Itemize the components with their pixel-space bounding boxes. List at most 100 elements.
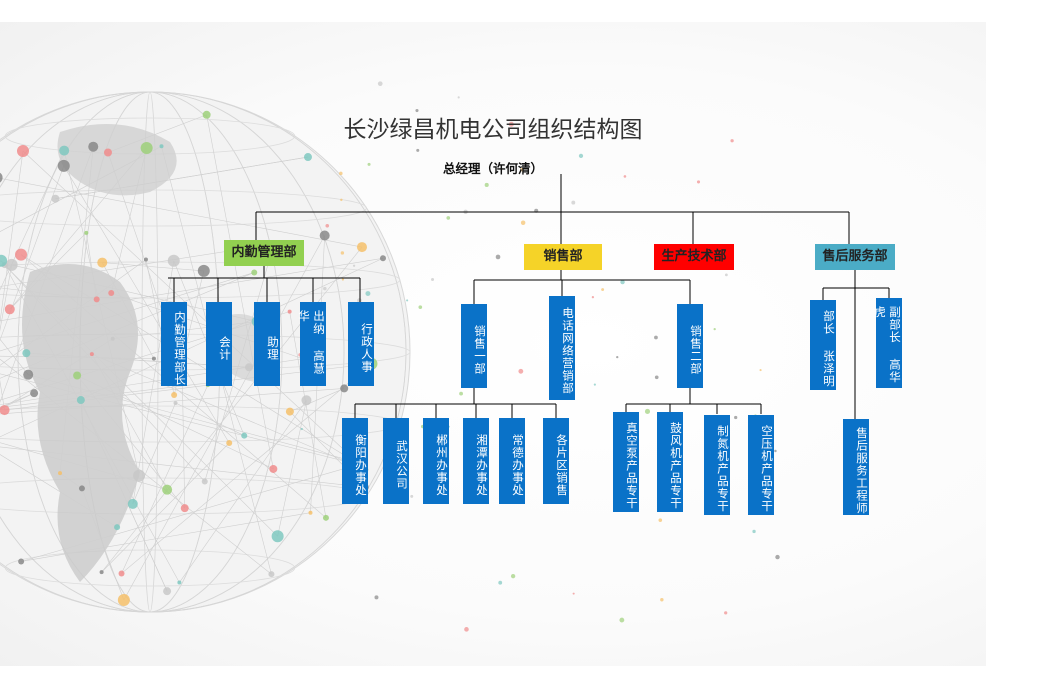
globe-mark [518, 368, 524, 374]
globe-mark [459, 391, 463, 396]
globe-mark [173, 401, 178, 406]
globe-mark [301, 395, 312, 406]
dept-after-sales-service: 售后服务部 [815, 244, 895, 270]
globe-mark [300, 427, 303, 431]
globe-mark [713, 327, 716, 331]
globe-mark [287, 309, 292, 314]
globe-mark [319, 230, 330, 241]
globe-mark [201, 478, 208, 485]
globe-mark [0, 259, 147, 366]
globe-mark [251, 269, 258, 276]
globe-mark [416, 148, 420, 152]
globe-mark [0, 243, 275, 287]
globe-mark [571, 200, 576, 205]
globe-mark [76, 396, 85, 405]
globe-mark [654, 375, 659, 380]
dept-internal-management: 内勤管理部 [224, 240, 304, 266]
unit-cashier: 出纳 高慧华 [297, 302, 326, 386]
globe-mark [20, 254, 361, 466]
globe-mark [620, 279, 625, 285]
globe-mark [0, 358, 272, 575]
globe-mark [578, 153, 584, 158]
globe-mark [520, 220, 526, 225]
globe-mark [102, 262, 204, 272]
unit-sales-two: 销售二部 [677, 304, 703, 388]
globe-mark [121, 363, 372, 574]
globe-mark [268, 571, 275, 578]
globe-mark [102, 262, 155, 359]
globe-mark [367, 162, 371, 166]
globe-mark [85, 232, 97, 300]
globe-mark [289, 311, 327, 518]
office-changde: 常德办事处 [499, 418, 525, 504]
unit-sales-one: 销售一部 [461, 304, 487, 388]
globe-mark [117, 594, 130, 607]
globe-mark [277, 400, 307, 537]
globe-mark [379, 255, 386, 262]
globe-mark [323, 286, 327, 291]
globe-mark [163, 587, 172, 596]
globe-mark [495, 254, 501, 260]
org-connector-lines [168, 174, 890, 419]
globe-mark [110, 336, 115, 341]
globe-mark [406, 299, 409, 302]
globe-mark [623, 175, 627, 178]
globe-mark [88, 141, 99, 152]
globe-mark [22, 349, 31, 358]
globe-mark [81, 488, 125, 601]
globe-mark [0, 257, 384, 322]
globe-mark [4, 264, 278, 537]
globe-mark [123, 235, 325, 601]
dept-sales: 销售部 [524, 244, 602, 270]
slide-canvas: 长沙绿昌机电公司组织结构图 总经理（许何清） 内勤管理部 销售部 生产技术部 售… [0, 22, 986, 666]
globe-mark [0, 165, 65, 341]
globe-mark [0, 272, 255, 379]
globe-mark [619, 617, 625, 623]
globe-mark [28, 374, 362, 464]
globe-mark [356, 242, 367, 253]
office-regional-sales: 各片区销售 [543, 418, 569, 504]
globe-mark [202, 110, 211, 119]
globe-mark [110, 147, 147, 294]
globe-mark [0, 358, 303, 405]
globe-mark [0, 355, 154, 359]
globe-mark [4, 264, 180, 583]
globe-mark [446, 216, 451, 220]
globe-mark [0, 146, 94, 403]
globe-mark [325, 224, 330, 228]
unit-air-compressor: 空压机产品专干 [748, 415, 774, 515]
globe-mark [18, 558, 25, 565]
chart-title: 长沙绿昌机电公司组织结构图 [343, 117, 643, 143]
globe-mark [16, 144, 29, 157]
globe-mark [377, 81, 383, 87]
globe-mark [0, 373, 361, 466]
globe-mark [114, 524, 121, 531]
globe-mark [0, 264, 12, 332]
globe-mark [4, 304, 15, 315]
globe-mark [132, 260, 175, 504]
globe-mark [658, 518, 663, 522]
globe-mark [162, 484, 173, 495]
globe-mark [484, 182, 489, 188]
globe-mark [418, 305, 423, 309]
globe-mark [73, 371, 82, 380]
globe-mark [167, 254, 180, 267]
unit-telemarketing: 电话网络营销部 [549, 296, 575, 400]
unit-blower: 鼓风机产品专干 [657, 412, 683, 512]
globe-mark [23, 369, 34, 380]
globe-mark [59, 145, 70, 156]
globe-mark [51, 194, 60, 203]
globe-mark [4, 384, 208, 411]
globe-mark [352, 264, 356, 267]
globe-mark [724, 611, 728, 615]
unit-admin-hr: 行政人事 [348, 302, 374, 386]
globe-mark [654, 335, 658, 340]
globe-mark [593, 383, 596, 386]
office-wuhan: 武汉公司 [383, 418, 409, 504]
globe-mark [0, 150, 65, 291]
globe-mark [80, 399, 168, 592]
globe-mark [143, 257, 148, 262]
globe-mark [0, 172, 3, 183]
globe-mark [76, 375, 274, 470]
globe-mark [91, 354, 168, 490]
